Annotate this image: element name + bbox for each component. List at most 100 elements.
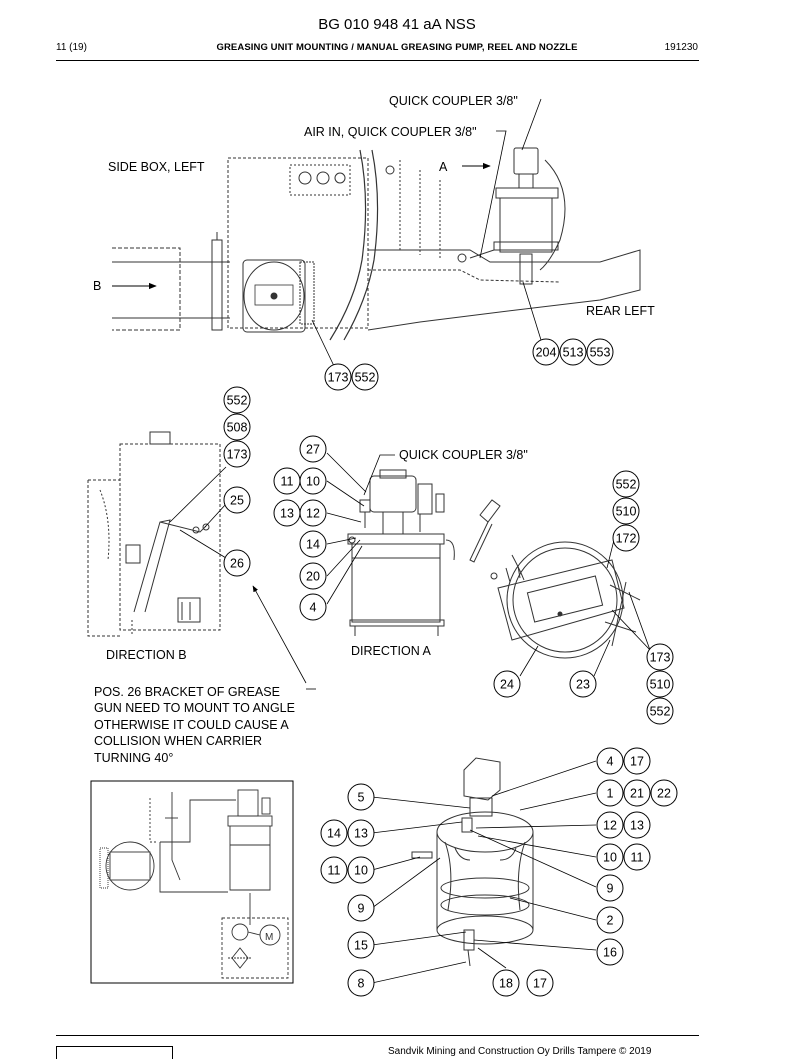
svg-text:4: 4	[310, 601, 317, 615]
svg-text:27: 27	[306, 443, 320, 457]
svg-text:173: 173	[650, 651, 671, 665]
svg-text:10: 10	[603, 851, 617, 865]
svg-text:8: 8	[358, 977, 365, 991]
svg-text:173: 173	[227, 448, 248, 462]
svg-text:11: 11	[631, 851, 644, 865]
balloon: 18	[492, 969, 520, 997]
balloon: 1	[596, 779, 624, 807]
hose-reel-leaders	[519, 539, 651, 677]
balloon: 15	[347, 931, 375, 959]
svg-text:2: 2	[607, 914, 614, 928]
svg-text:23: 23	[576, 678, 590, 692]
svg-text:513: 513	[563, 346, 584, 360]
svg-text:552: 552	[650, 705, 671, 719]
balloon: 23	[569, 670, 597, 698]
balloon: 510	[646, 670, 674, 698]
svg-text:510: 510	[650, 678, 671, 692]
svg-text:1: 1	[607, 787, 614, 801]
balloon: 12	[596, 811, 624, 839]
schematic-view	[99, 789, 289, 979]
svg-text:14: 14	[327, 827, 341, 841]
svg-text:25: 25	[230, 494, 244, 508]
balloon: 21	[623, 779, 651, 807]
hose-reel-view	[469, 499, 641, 659]
direction-a-leaders	[326, 452, 395, 605]
svg-text:510: 510	[616, 505, 637, 519]
label-direction-b: DIRECTION B	[106, 648, 187, 662]
balloon: 25	[223, 486, 251, 514]
pump-detail-leaders	[371, 760, 597, 984]
note-line: POS. 26 BRACKET OF GREASE	[94, 685, 280, 699]
svg-text:12: 12	[306, 507, 320, 521]
svg-text:5: 5	[358, 791, 365, 805]
balloon: 11	[273, 467, 301, 495]
svg-text:204: 204	[536, 346, 557, 360]
svg-text:21: 21	[630, 787, 644, 801]
balloon: 9	[347, 894, 375, 922]
svg-text:17: 17	[630, 755, 644, 769]
svg-text:14: 14	[306, 538, 320, 552]
svg-text:15: 15	[354, 939, 368, 953]
label-direction-a: DIRECTION A	[351, 644, 432, 658]
balloon: 13	[273, 499, 301, 527]
svg-text:10: 10	[354, 864, 368, 878]
svg-text:552: 552	[616, 478, 637, 492]
direction-a-view	[347, 469, 455, 636]
balloon: 14	[320, 819, 348, 847]
balloon: 10	[347, 856, 375, 884]
svg-text:10: 10	[306, 475, 320, 489]
svg-text:17: 17	[533, 977, 547, 991]
balloon: 204	[532, 338, 560, 366]
svg-text:16: 16	[603, 946, 617, 960]
top-assembly-view	[112, 147, 641, 341]
schematic-frame	[90, 780, 294, 984]
label-view-b: B	[93, 279, 101, 293]
balloon: 510	[612, 497, 640, 525]
document-date: 191230	[664, 42, 698, 53]
label-view-a: A	[439, 160, 448, 174]
header-rule	[56, 60, 699, 61]
balloon: 173	[223, 440, 251, 468]
svg-text:18: 18	[499, 977, 513, 991]
balloon: 22	[650, 779, 678, 807]
balloon: 10	[299, 467, 327, 495]
page-title: GREASING UNIT MOUNTING / MANUAL GREASING…	[216, 42, 578, 53]
balloon: 24	[493, 670, 521, 698]
svg-text:24: 24	[500, 678, 514, 692]
top-view-annotations: QUICK COUPLER 3/8" AIR IN, QUICK COUPLER…	[93, 94, 655, 367]
label-quick-coupler-top: QUICK COUPLER 3/8"	[389, 94, 518, 108]
balloon: 17	[623, 747, 651, 775]
svg-text:553: 553	[590, 346, 611, 360]
position-balloons: 204 513 553 173 552 552 508 173 25 26 27…	[223, 338, 678, 997]
label-quick-coupler-mid: QUICK COUPLER 3/8"	[399, 448, 528, 462]
balloon: 9	[596, 874, 624, 902]
balloon: 27	[299, 435, 327, 463]
balloon: 16	[596, 938, 624, 966]
balloon: 2	[596, 906, 624, 934]
balloon: 4	[596, 747, 624, 775]
svg-text:173: 173	[328, 371, 349, 385]
pump-detail-view	[411, 757, 534, 967]
balloon: 552	[351, 363, 379, 391]
svg-text:11: 11	[328, 864, 341, 878]
balloon: 508	[223, 413, 251, 441]
svg-text:13: 13	[280, 507, 294, 521]
balloon: 4	[299, 593, 327, 621]
svg-text:552: 552	[227, 394, 248, 408]
note-line: OTHERWISE IT COULD CAUSE A	[94, 717, 289, 732]
balloon: 553	[586, 338, 614, 366]
note-line: TURNING 40°	[94, 750, 174, 765]
svg-text:552: 552	[355, 371, 376, 385]
svg-text:9: 9	[358, 902, 365, 916]
balloon: 12	[299, 499, 327, 527]
svg-text:13: 13	[630, 819, 644, 833]
bracket-note: POS. 26 BRACKET OF GREASE GUN NEED TO MO…	[94, 684, 295, 766]
svg-text:20: 20	[306, 570, 320, 584]
page-number: 11 (19)	[56, 42, 87, 53]
balloon: 11	[320, 856, 348, 884]
balloon: 173	[646, 643, 674, 671]
label-rear-left: REAR LEFT	[586, 304, 655, 318]
balloon: 14	[299, 530, 327, 558]
balloon: 552	[223, 386, 251, 414]
